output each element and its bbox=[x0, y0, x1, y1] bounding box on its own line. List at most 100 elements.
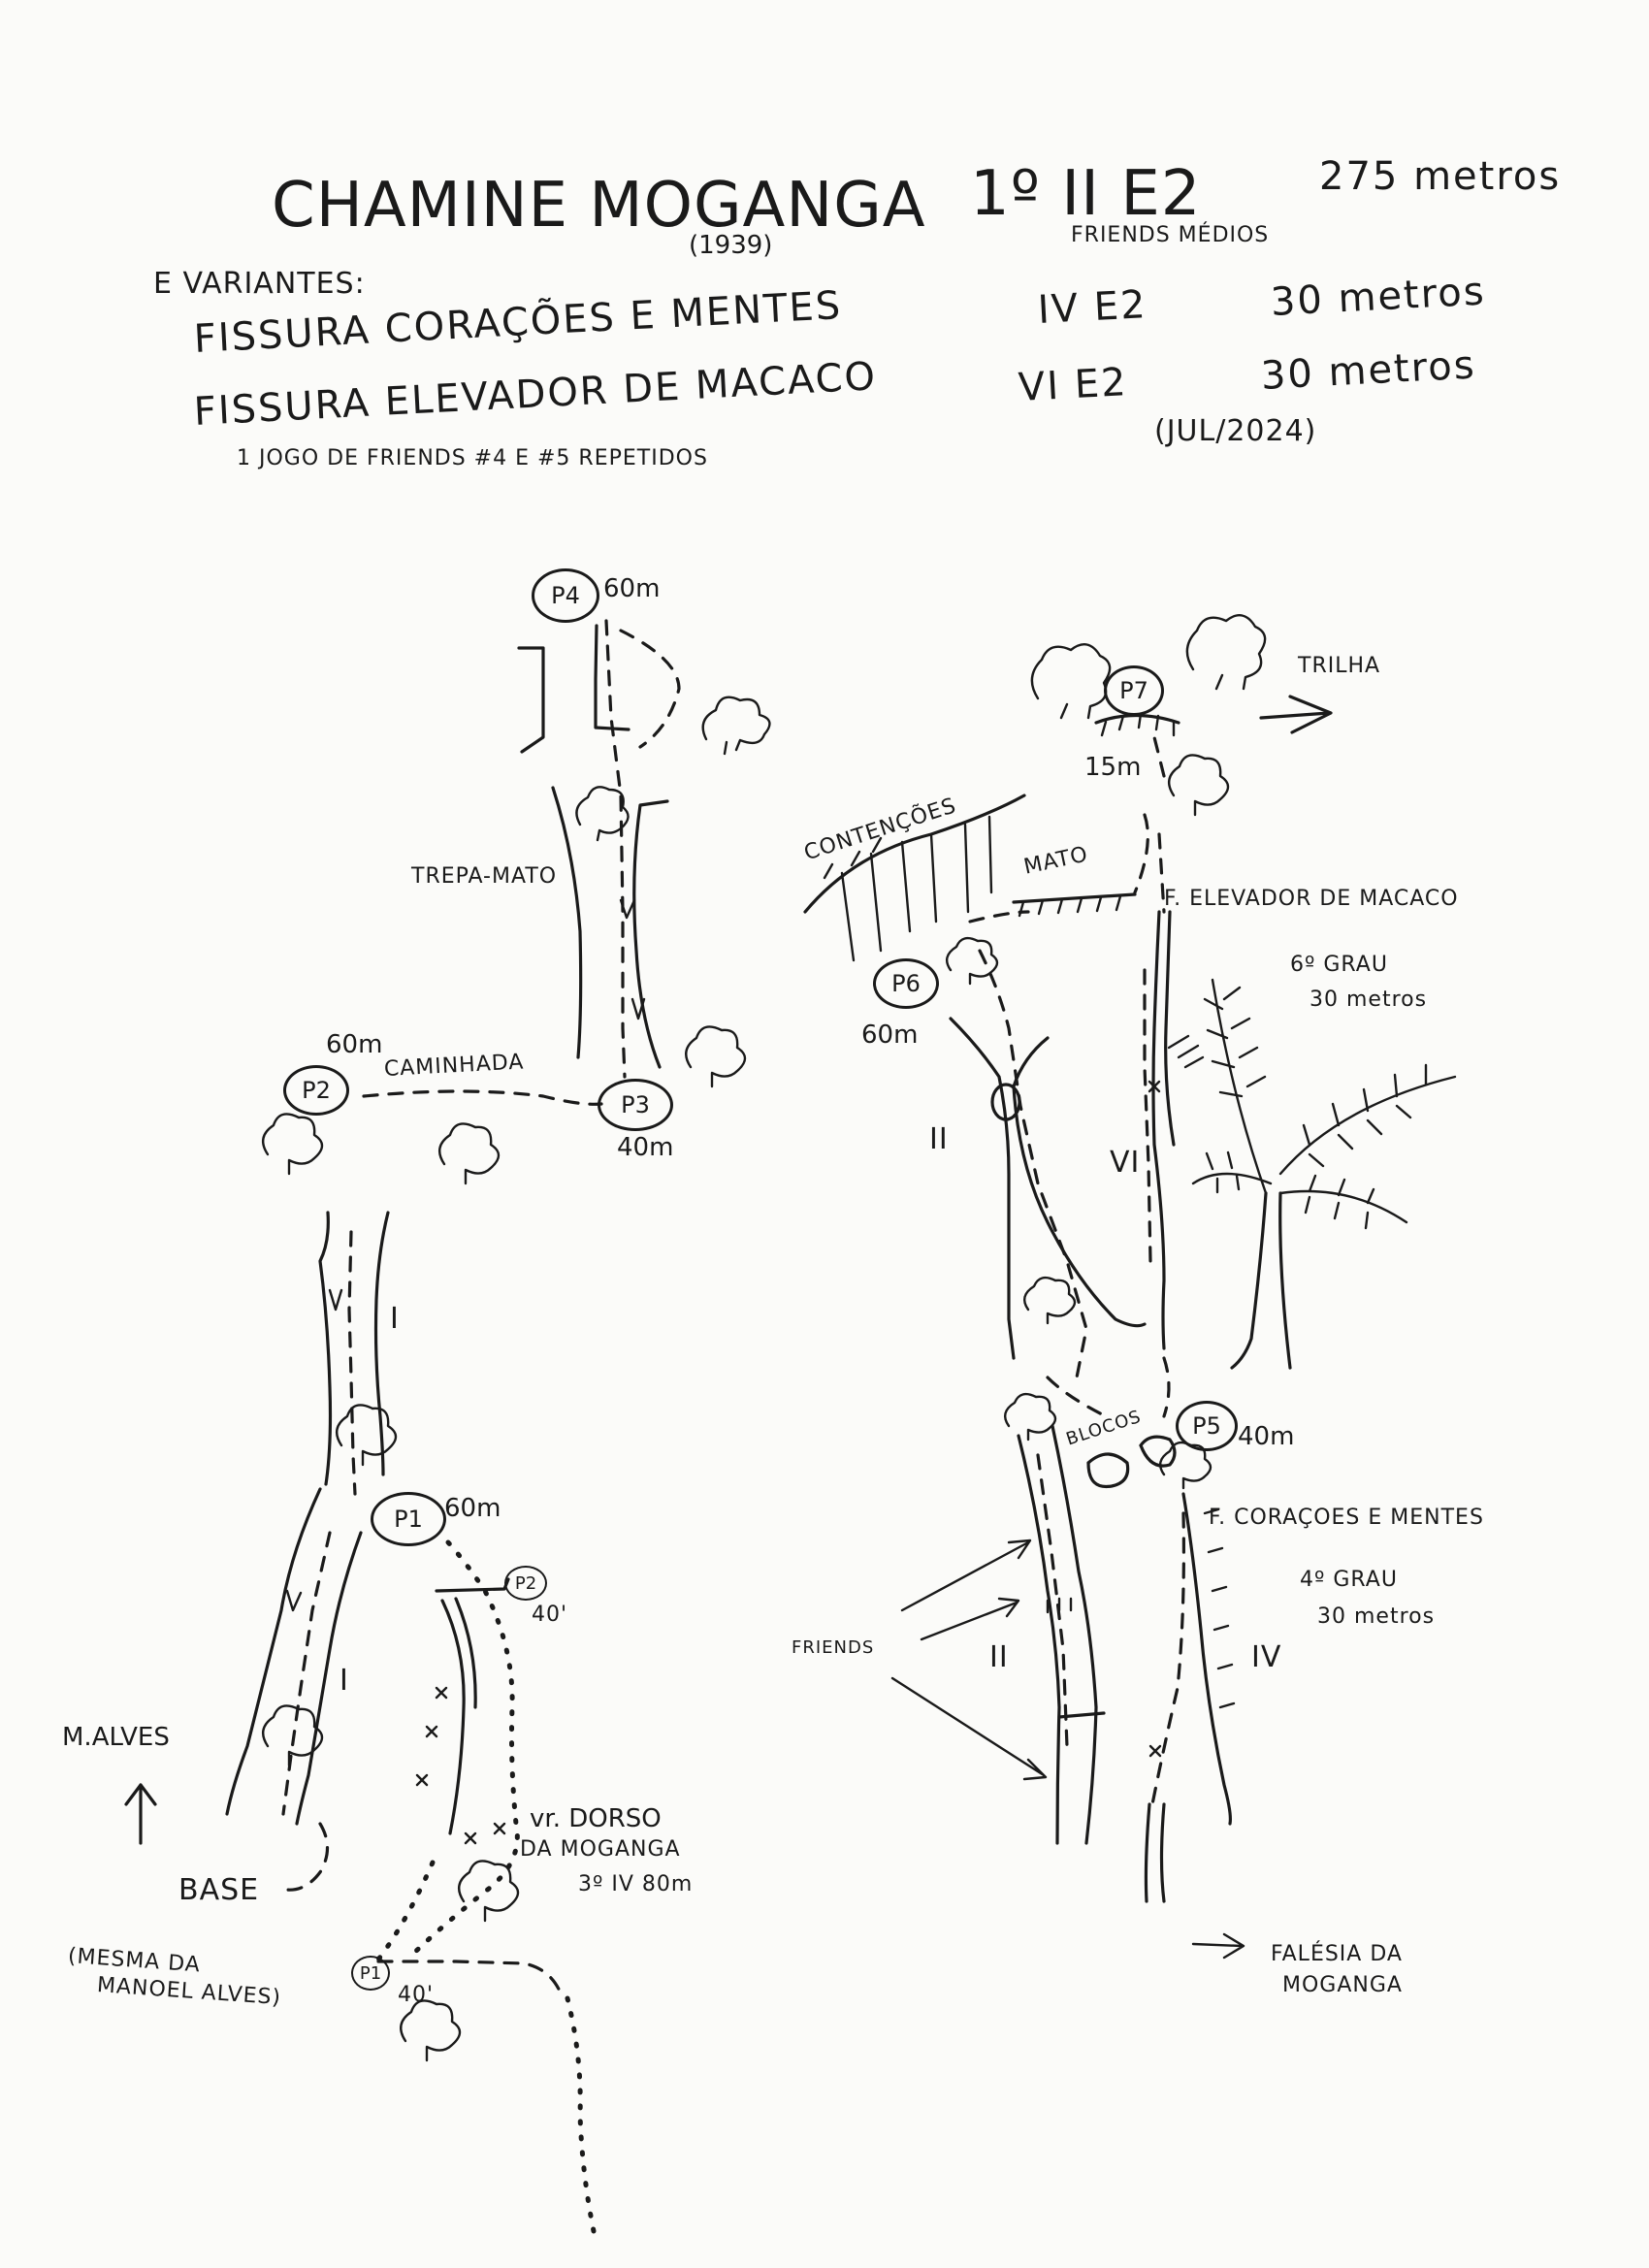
tree-icon bbox=[1003, 1392, 1057, 1442]
belay-p5-distance: 40m bbox=[1238, 1422, 1295, 1451]
route-line bbox=[404, 1539, 520, 1962]
tree-icon bbox=[685, 1025, 747, 1088]
ledge-line bbox=[1012, 892, 1137, 904]
pitch-grade-vi: VI bbox=[1110, 1146, 1141, 1180]
variant-1-grade: IV E2 bbox=[1036, 282, 1148, 333]
arrow-down bbox=[619, 898, 636, 920]
variants-label: E VARIANTES: bbox=[153, 267, 366, 301]
dorso-label-line2: DA MOGANGA bbox=[520, 1837, 681, 1862]
route-line bbox=[565, 1995, 597, 2234]
boulder bbox=[1086, 1452, 1130, 1489]
falesia-line2: MOGANGA bbox=[1282, 1973, 1403, 1997]
arrow-friends bbox=[890, 1676, 1048, 1781]
belay-p6-distance: 60m bbox=[861, 1021, 919, 1050]
bolt-mark bbox=[415, 1686, 506, 1845]
pitch-grade-ii-lower: II bbox=[989, 1640, 1009, 1674]
dorso-belay-p2: P2 bbox=[504, 1566, 547, 1601]
tree-icon bbox=[438, 1122, 501, 1185]
dorso-belay-p1-distance: 40' bbox=[398, 1983, 435, 2007]
tree-icon bbox=[336, 1404, 398, 1467]
dorso-belay-p1: P1 bbox=[351, 1956, 390, 1991]
chimney-wall bbox=[551, 786, 583, 1059]
route-line bbox=[619, 629, 681, 749]
route-year: (1939) bbox=[689, 231, 773, 260]
chimney-wall bbox=[318, 1211, 333, 1486]
crack-line bbox=[1151, 910, 1166, 1350]
palm-trunk bbox=[1278, 1191, 1292, 1370]
belay-p1: P1 bbox=[371, 1492, 446, 1546]
crack-line bbox=[1164, 910, 1176, 1147]
route-line bbox=[376, 1960, 565, 2000]
tree-icon bbox=[400, 1999, 462, 2062]
chimney-wall bbox=[1181, 1492, 1232, 1826]
tree-icon bbox=[575, 786, 630, 842]
contention-post bbox=[840, 815, 993, 962]
tree-icon bbox=[1022, 1276, 1077, 1325]
variant-2-grade: VI E2 bbox=[1017, 360, 1129, 410]
label-base: BASE bbox=[178, 1873, 260, 1907]
route-line bbox=[1133, 813, 1149, 894]
variant-2-length: 30 metros bbox=[1259, 342, 1477, 399]
ridge-line bbox=[440, 1599, 466, 1835]
elevador-length: 30 metros bbox=[1310, 988, 1428, 1012]
arrow-up bbox=[124, 1783, 157, 1845]
ledge-hatch bbox=[1018, 894, 1122, 918]
chimney-wall bbox=[1012, 1036, 1147, 1328]
palm-frond bbox=[1203, 978, 1268, 1195]
chimney-wall bbox=[225, 1487, 322, 1816]
chimney-wall bbox=[1017, 1434, 1061, 1845]
coracoes-length: 30 metros bbox=[1317, 1604, 1436, 1629]
chimney-wall bbox=[295, 1531, 363, 1826]
label-elevador: F. ELEVADOR DE MACACO bbox=[1164, 887, 1459, 911]
gear-note: 1 JOGO DE FRIENDS #4 E #5 REPETIDOS bbox=[237, 446, 708, 470]
pitch-grade-ii-upper: II bbox=[929, 1122, 949, 1156]
route-line bbox=[1150, 1511, 1185, 1806]
label-m-alves: M.ALVES bbox=[62, 1723, 170, 1752]
falesia-line1: FALÉSIA DA bbox=[1271, 1942, 1403, 1966]
palm-frond bbox=[1278, 1063, 1457, 1176]
belay-p4: P4 bbox=[532, 568, 599, 623]
palm-frond bbox=[1278, 1174, 1408, 1230]
tree-icon bbox=[458, 1860, 520, 1923]
route-line bbox=[1046, 1376, 1108, 1418]
arrow-down bbox=[630, 997, 646, 1021]
arrow-down bbox=[328, 1288, 343, 1312]
rock-edge bbox=[435, 1577, 510, 1593]
arrow-right bbox=[1259, 695, 1333, 734]
belay-p3: P3 bbox=[598, 1079, 673, 1131]
belay-p2: P2 bbox=[283, 1065, 349, 1116]
route-line bbox=[604, 619, 627, 1079]
chimney-wall bbox=[632, 799, 669, 1069]
label-friends: FRIENDS bbox=[792, 1637, 875, 1658]
arrow-down bbox=[285, 1589, 303, 1612]
route-title: CHAMINE MOGANGA bbox=[272, 170, 926, 242]
palm-trunk bbox=[1230, 1191, 1268, 1370]
tree-icon bbox=[262, 1113, 324, 1176]
arrow-right bbox=[1191, 1932, 1245, 1960]
tree-icon bbox=[1185, 614, 1267, 691]
boulder bbox=[1139, 1435, 1177, 1468]
elevador-grade: 6º GRAU bbox=[1290, 953, 1388, 977]
belay-p4-distance: 60m bbox=[603, 574, 661, 603]
ledge-hatch bbox=[1100, 712, 1176, 737]
route-line bbox=[1143, 968, 1152, 1263]
belay-p1-distance: 60m bbox=[444, 1494, 501, 1523]
route-line bbox=[968, 910, 1030, 923]
dorso-label-line3: 3º IV 80m bbox=[578, 1872, 694, 1896]
arrow-friends bbox=[900, 1539, 1032, 1612]
chimney-wall bbox=[949, 1017, 1016, 1360]
variant-date: (JUL/2024) bbox=[1154, 414, 1317, 448]
tree-icon bbox=[1168, 754, 1230, 817]
chimney-wall bbox=[1051, 1424, 1098, 1845]
belay-p5: P5 bbox=[1176, 1401, 1238, 1451]
label-trepa-mato: TREPA-MATO bbox=[411, 864, 558, 889]
tree-icon bbox=[1030, 643, 1112, 720]
pitch-grade-upper: I bbox=[390, 1302, 400, 1336]
dorso-belay-p2-distance: 40' bbox=[532, 1603, 568, 1627]
route-length: 275 metros bbox=[1319, 154, 1562, 199]
route-line bbox=[1162, 1356, 1171, 1418]
tree-icon bbox=[945, 936, 999, 986]
ledge-line bbox=[1094, 713, 1180, 725]
